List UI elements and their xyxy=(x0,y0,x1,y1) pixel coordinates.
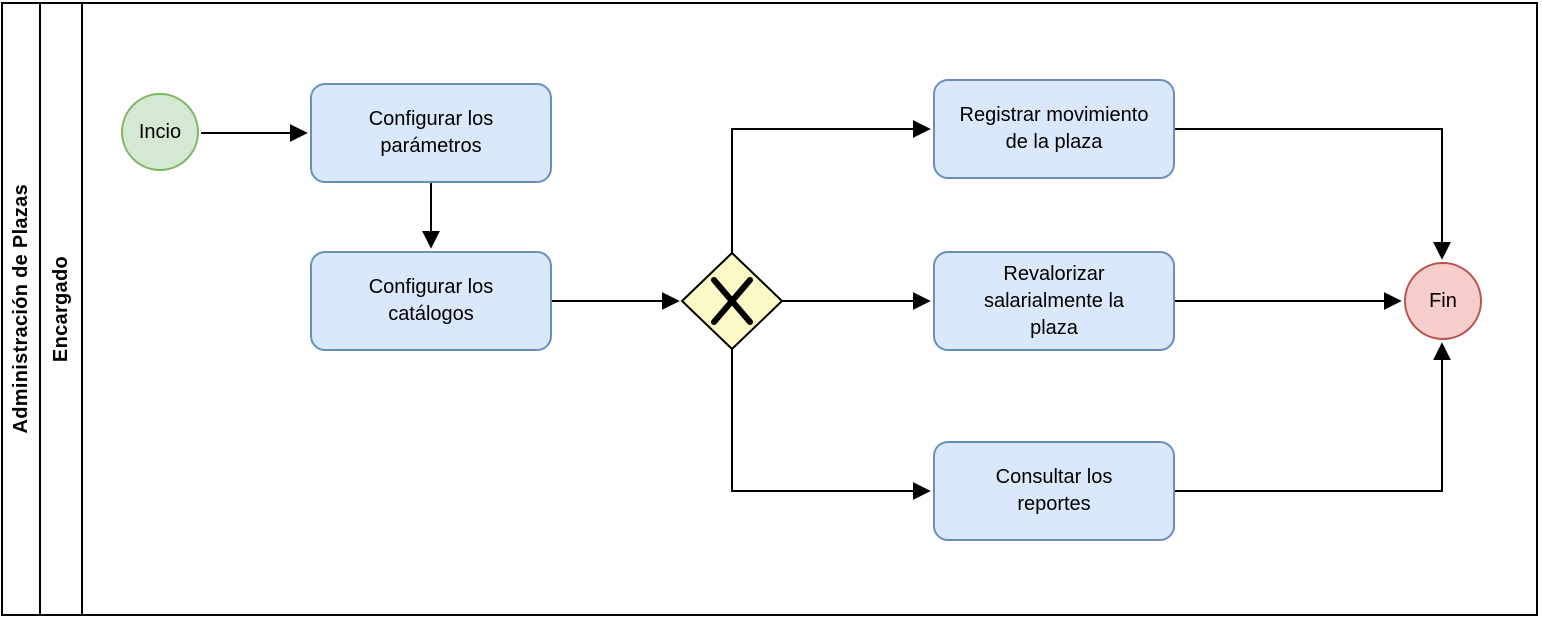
task-configurar-parametros[interactable]: Configurar los parámetros xyxy=(310,83,552,183)
lane-title-strip: Encargado xyxy=(41,4,83,614)
task-label-line: de la plaza xyxy=(1005,131,1103,153)
task-label-line: Registrar movimiento xyxy=(959,104,1149,126)
flow-gateway-to-consultar xyxy=(731,349,931,500)
task-label-line: reportes xyxy=(1017,493,1091,515)
task-label-line: Revalorizar xyxy=(1003,262,1105,285)
task-consultar-reportes[interactable]: Consultar los reportes xyxy=(933,441,1175,541)
task-registrar-movimiento[interactable]: Registrar movimiento de la plaza xyxy=(933,79,1175,179)
task-label-line: Consultar los xyxy=(995,466,1113,488)
end-event-label: Fin xyxy=(1429,289,1457,312)
flow-gateway-to-registrar xyxy=(731,120,931,253)
task-label-line: Configurar los xyxy=(368,276,494,298)
flow-registrar-to-fin xyxy=(1175,128,1451,260)
task-label-line: Configurar los xyxy=(368,108,494,130)
task-revalorizar-plaza[interactable]: Revalorizar salarialmente la plaza xyxy=(933,251,1175,351)
start-event-label: Incio xyxy=(138,120,182,143)
task-configurar-catalogos[interactable]: Configurar los catálogos xyxy=(310,251,552,351)
xor-gateway-x-icon xyxy=(711,277,753,325)
task-label-line: plaza xyxy=(1030,316,1078,339)
start-event[interactable]: Incio xyxy=(121,93,199,171)
task-label-line: catálogos xyxy=(388,303,474,325)
end-event[interactable]: Fin xyxy=(1404,262,1482,340)
flow-consultar-to-fin xyxy=(1175,342,1451,492)
task-label-line: parámetros xyxy=(380,135,482,157)
pool-title-strip: Administración de Plazas xyxy=(3,4,41,614)
task-label-line: salarialmente la xyxy=(983,289,1125,312)
